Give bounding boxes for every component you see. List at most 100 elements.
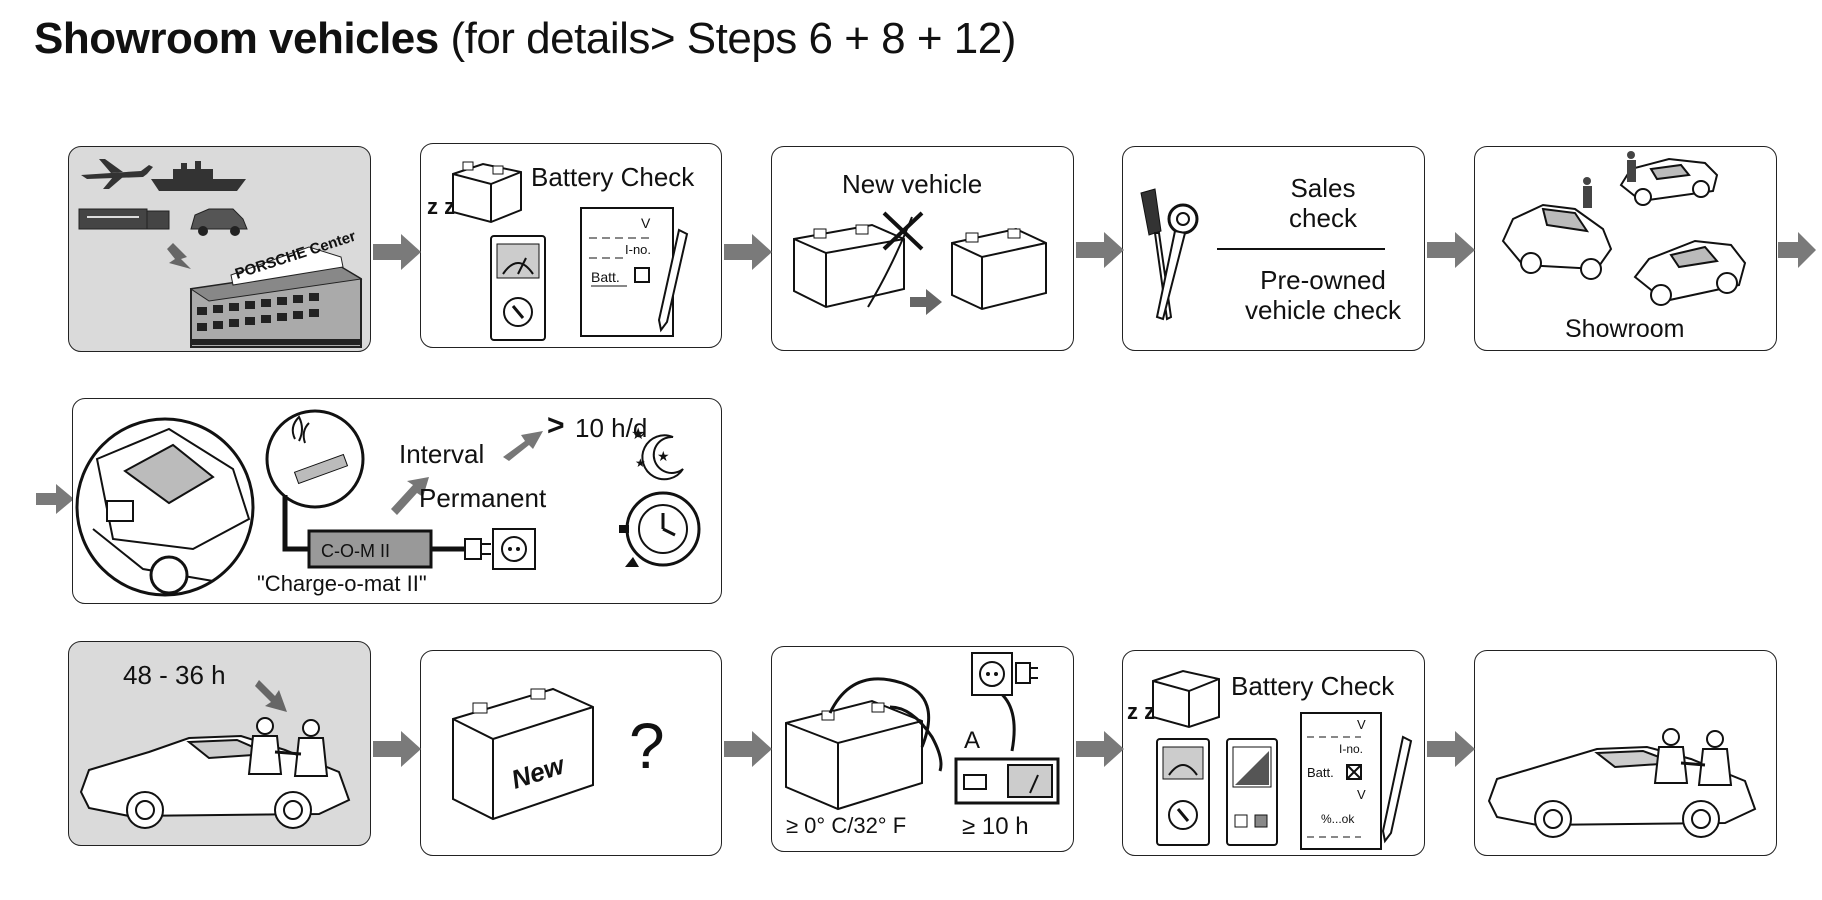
- page-title: Showroom vehicles (for details> Steps 6 …: [34, 14, 1016, 64]
- pen-icon: [657, 228, 689, 333]
- check-form-icon-2: V I-no. Batt. V %...ok: [1300, 712, 1382, 850]
- battery-disconnect-icon: [793, 223, 905, 309]
- panel-delivered-car: [1474, 650, 1777, 856]
- form-v-bottom: V: [1357, 787, 1366, 802]
- greater-than-symbol: >: [547, 409, 565, 442]
- people-handshake-icon: [247, 717, 329, 777]
- truck-icon: [190, 208, 248, 236]
- check-form-icon: V I-no. Batt.: [580, 207, 674, 337]
- flow-arrow-9: [1427, 731, 1475, 767]
- panel-delivery: PORSCHE Center: [68, 146, 371, 352]
- form-ino-2: I-no.: [1339, 742, 1363, 756]
- battery-check-label: Battery Check: [531, 162, 695, 192]
- flow-arrow-7: [724, 731, 772, 767]
- new-battery-icon: [951, 227, 1047, 311]
- panel-customer-handover: 48 - 36 h: [68, 641, 371, 846]
- tools-illustration: [1140, 188, 1385, 321]
- train-icon: [78, 208, 170, 230]
- form-batt: Batt.: [591, 269, 620, 285]
- svg-text:★: ★: [635, 456, 646, 470]
- no-smoking-circle-icon: [265, 409, 365, 509]
- battery-check-2-illustration: z z z z V I-no. Batt.: [1127, 669, 1413, 850]
- suv-car-icon: [1501, 203, 1613, 280]
- question-mark: ?: [629, 710, 665, 782]
- delivered-car-illustration: [1487, 728, 1757, 838]
- night-stars-icon: ★ ★ ★: [631, 424, 684, 481]
- sports-car-icon: [79, 734, 351, 829]
- charging-cable: [282, 495, 315, 552]
- form-batt-2: Batt.: [1307, 765, 1334, 780]
- sports-car-icon-2: [1487, 745, 1757, 838]
- form-ino: I-no.: [625, 242, 651, 257]
- charging-illustration: C-O-M II ★ ★ ★: [75, 409, 701, 597]
- panel-new-battery: New ?: [420, 650, 722, 856]
- permanent-arrow-icon: [391, 477, 429, 515]
- plug-icon-2: [1015, 662, 1038, 684]
- form-pct: %...ok: [1321, 812, 1355, 826]
- flow-arrow-2: [724, 234, 772, 270]
- interval-label: Interval: [399, 439, 485, 469]
- multimeter-icon-2: [1156, 738, 1210, 846]
- hours-arrow-icon: [255, 680, 287, 712]
- temperature-label: ≥ 0° C/32° F: [786, 813, 907, 838]
- title-rest: (for details> Steps 6 + 8 + 12): [438, 14, 1016, 63]
- svg-text:★: ★: [631, 424, 645, 443]
- preowned-label: Pre-owned: [1260, 265, 1386, 295]
- ship-icon: [151, 161, 246, 191]
- flow-arrow-3: [1076, 232, 1124, 268]
- charge-time-label: ≥ 10 h: [962, 813, 1029, 840]
- panel-charging: C-O-M II ★ ★ ★ Interval > 10 h/d Permane…: [72, 398, 722, 604]
- customer-illustration: [79, 680, 351, 829]
- device-name-label: "Charge-o-mat II": [257, 571, 427, 596]
- battery-icon-2: [1152, 669, 1220, 729]
- timer-clock-icon: [619, 491, 701, 567]
- multimeter-icon: [490, 235, 546, 341]
- new-vehicle-label: New vehicle: [842, 169, 983, 199]
- hours-per-day-label: 10 h/d: [575, 413, 648, 443]
- check-label: check: [1289, 203, 1357, 233]
- arrow-small-icon: [910, 289, 942, 315]
- flow-arrow-row2-in: [36, 484, 74, 514]
- form-v: V: [641, 215, 651, 231]
- panel-charge-battery: A ≥ 0° C/32° F ≥ 10 h: [771, 646, 1074, 852]
- small-arrow-icon: [167, 243, 191, 269]
- new-battery-illustration: New: [452, 687, 594, 821]
- svg-text:★: ★: [657, 449, 670, 465]
- device-label: C-O-M II: [321, 541, 390, 561]
- person-icon-1: [1583, 177, 1592, 208]
- panel-battery-check: Battery Check z z z z V I-no. Batt.: [420, 143, 722, 348]
- vehicle-check-label: vehicle check: [1244, 295, 1402, 325]
- charger-device-icon: C-O-M II: [307, 529, 433, 569]
- convertible-car-icon: [1619, 157, 1719, 206]
- delivery-illustration: PORSCHE Center: [78, 159, 363, 348]
- new-battery-large-icon: New: [452, 687, 594, 821]
- hours-window-label: 48 - 36 h: [123, 660, 226, 690]
- wall-socket-icon: [971, 652, 1013, 696]
- panel-battery-check-2: Battery Check z z z z V I-no. Batt.: [1122, 650, 1425, 856]
- flow-arrow-4: [1427, 232, 1475, 268]
- coupe-car-icon: [1633, 239, 1747, 306]
- panel-new-vehicle: New vehicle: [771, 146, 1074, 351]
- pen-icon-2: [1381, 735, 1413, 844]
- battery-check-2-label: Battery Check: [1231, 671, 1395, 701]
- panel-sales-check: Sales check Pre-owned vehicle check: [1122, 146, 1425, 351]
- charger-unit-icon: [954, 757, 1060, 805]
- permanent-label: Permanent: [419, 483, 547, 513]
- battery-charging-icon: [785, 699, 923, 811]
- form-v-top: V: [1357, 717, 1366, 732]
- tester-device-icon: [1226, 738, 1278, 846]
- flow-arrow-1: [373, 234, 421, 270]
- flow-arrow-6: [373, 731, 421, 767]
- new-vehicle-illustration: [793, 211, 1047, 315]
- dealer-building-icon: PORSCHE Center: [189, 228, 363, 348]
- showroom-label: Showroom: [1565, 315, 1685, 343]
- interval-arrow-icon: [503, 431, 543, 461]
- person-icon-2: [1627, 151, 1636, 182]
- people-handshake-icon-2: [1653, 728, 1733, 786]
- flow-arrow-8: [1076, 731, 1124, 767]
- socket-icon: [492, 528, 536, 570]
- airplane-icon: [81, 159, 153, 189]
- disconnect-cross-icon: [867, 211, 924, 308]
- battery-icon: [452, 161, 522, 224]
- plug-icon: [464, 538, 491, 560]
